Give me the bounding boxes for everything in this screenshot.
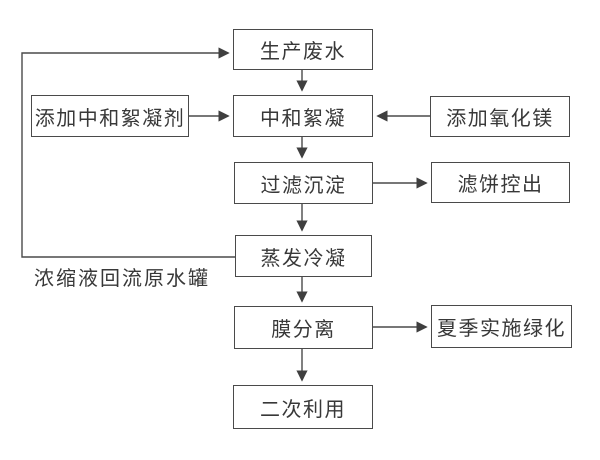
node-filter-cake-discharge: 滤饼控出: [431, 162, 570, 203]
node-production-wastewater: 生产废水: [233, 29, 373, 70]
node-add-magnesium-oxide: 添加氧化镁: [430, 96, 570, 137]
recycle-loop-label: 浓缩液回流原水罐: [34, 268, 210, 290]
node-secondary-use: 二次利用: [233, 385, 373, 429]
node-add-neutralizing-flocculant: 添加中和絮凝剂: [31, 95, 189, 137]
node-membrane-separation: 膜分离: [234, 306, 373, 349]
node-summer-greening: 夏季实施绿化: [431, 305, 572, 348]
arrow-recycle-loop: [21, 47, 235, 258]
node-filtration-sedimentation: 过滤沉淀: [234, 162, 373, 204]
node-evaporation-condensation: 蒸发冷凝: [235, 235, 372, 277]
node-neutralization-flocculation: 中和絮凝: [233, 95, 373, 137]
